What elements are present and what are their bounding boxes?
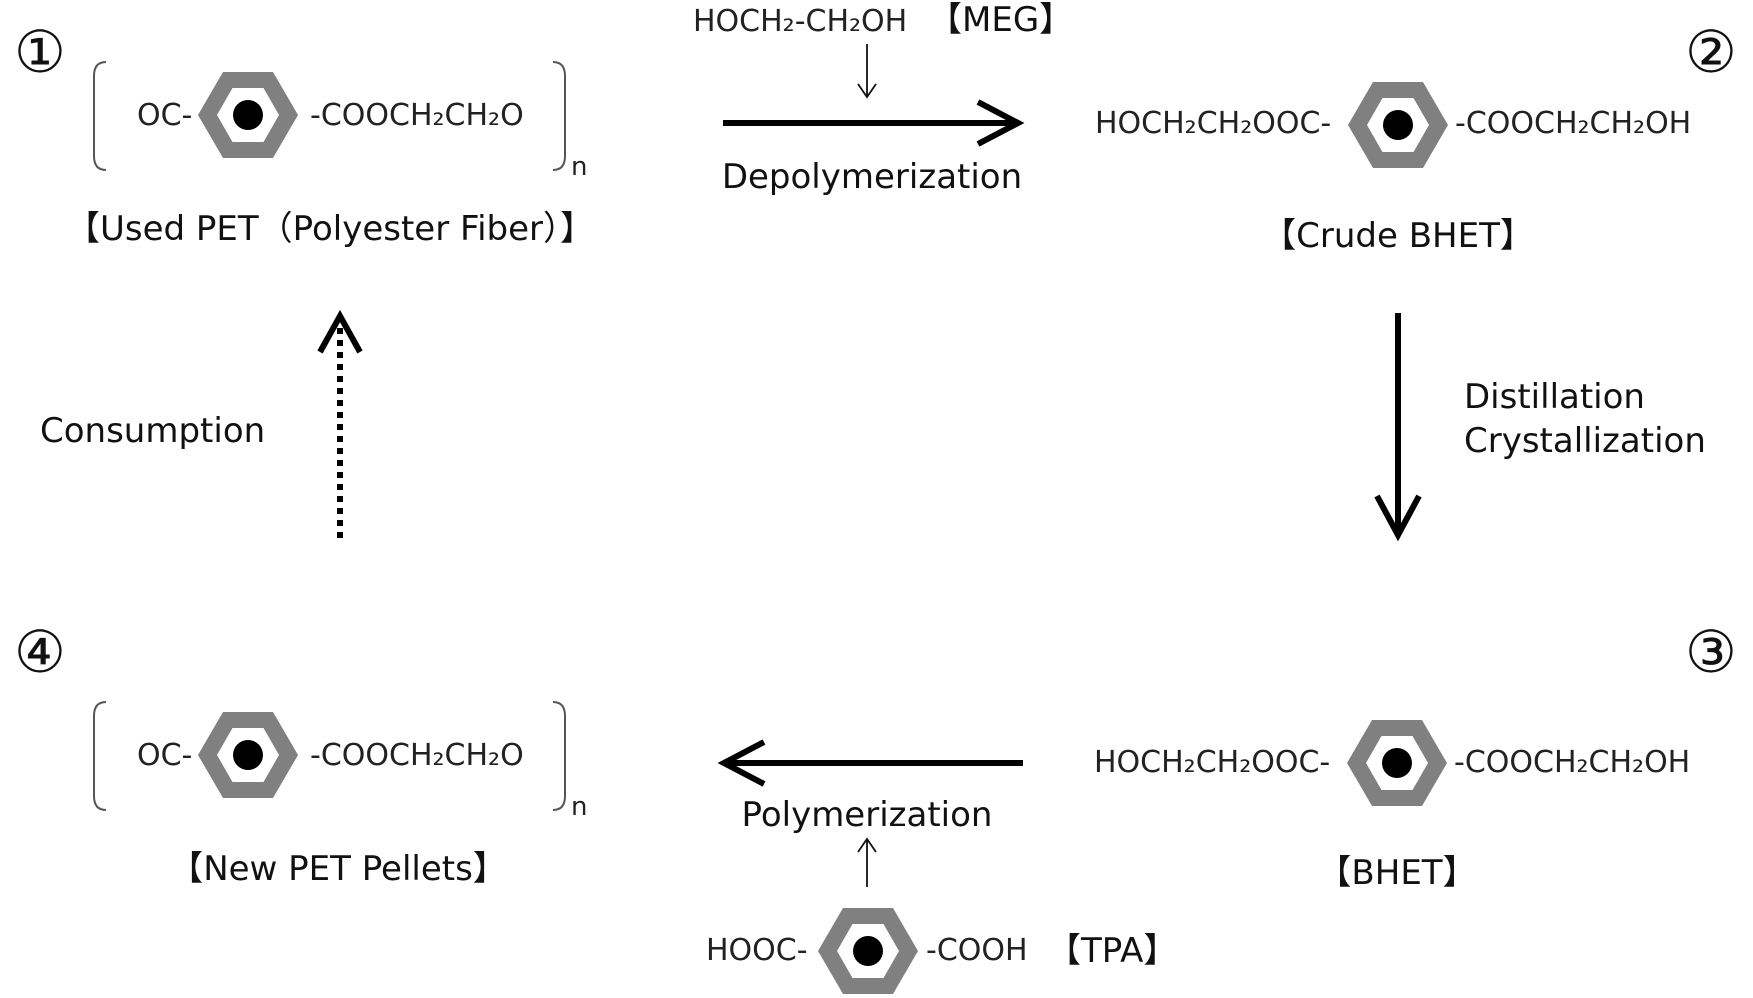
tpa-addition-arrow <box>857 837 877 887</box>
depolymerization-label: Depolymerization <box>722 157 1022 197</box>
benzene-ring-icon <box>198 72 298 158</box>
distillation-label: Distillation <box>1464 377 1645 417</box>
step-number-4: ④ <box>14 618 66 686</box>
purification-arrow <box>1374 313 1422 542</box>
tpa-structure: HOOC- -COOH 【TPA】 <box>706 908 1177 994</box>
polymerization-arrow <box>717 739 1023 787</box>
consumption-label: Consumption <box>40 411 265 451</box>
tpa-label: 【TPA】 <box>1047 931 1177 971</box>
used-pet-right-group: -COOCH₂CH₂O <box>310 98 524 133</box>
tpa-left-group: HOOC- <box>706 933 808 968</box>
benzene-ring-icon <box>198 712 298 798</box>
crude-bhet-structure: HOCH₂CH₂OOC- -COOCH₂CH₂OH <box>1095 82 1691 168</box>
meg-addition-arrow <box>857 44 877 99</box>
repeat-subscript: n <box>571 152 587 182</box>
step-number-3: ③ <box>1685 618 1737 686</box>
step-number-2: ② <box>1685 18 1737 86</box>
bracket-left <box>93 701 107 811</box>
crude-bhet-left-group: HOCH₂CH₂OOC- <box>1095 106 1331 141</box>
bhet-structure: HOCH₂CH₂OOC- -COOCH₂CH₂OH <box>1094 720 1690 806</box>
depolymerization-arrow <box>723 99 1025 147</box>
repeat-subscript: n <box>571 792 587 822</box>
consumption-arrow <box>317 309 363 538</box>
bracket-right <box>552 61 566 171</box>
polymerization-label: Polymerization <box>742 795 993 835</box>
crystallization-label: Crystallization <box>1464 421 1706 461</box>
bhet-left-group: HOCH₂CH₂OOC- <box>1094 745 1330 780</box>
new-pet-label: 【New PET Pellets】 <box>169 849 507 889</box>
benzene-ring-icon <box>818 908 918 994</box>
bracket-left <box>93 61 107 171</box>
new-pet-left-group: OC- <box>137 738 192 773</box>
new-pet-structure: OC- -COOCH₂CH₂O n <box>93 701 587 822</box>
benzene-ring-icon <box>1348 82 1448 168</box>
bhet-label: 【BHET】 <box>1317 853 1476 893</box>
new-pet-right-group: -COOCH₂CH₂O <box>310 738 524 773</box>
crude-bhet-right-group: -COOCH₂CH₂OH <box>1455 106 1691 141</box>
benzene-ring-icon <box>1347 720 1447 806</box>
tpa-right-group: -COOH <box>926 933 1028 968</box>
used-pet-structure: OC- -COOCH₂CH₂O n <box>93 61 587 182</box>
crude-bhet-label: 【Crude BHET】 <box>1262 216 1534 256</box>
used-pet-left-group: OC- <box>137 98 192 133</box>
bhet-right-group: -COOCH₂CH₂OH <box>1454 745 1690 780</box>
used-pet-label: 【Used PET（Polyester Fiber）】 <box>66 209 594 249</box>
bracket-right <box>552 701 566 811</box>
meg-label: 【MEG】 <box>928 0 1073 40</box>
step-number-1: ① <box>14 18 66 86</box>
meg-formula: HOCH₂-CH₂OH <box>693 4 907 39</box>
